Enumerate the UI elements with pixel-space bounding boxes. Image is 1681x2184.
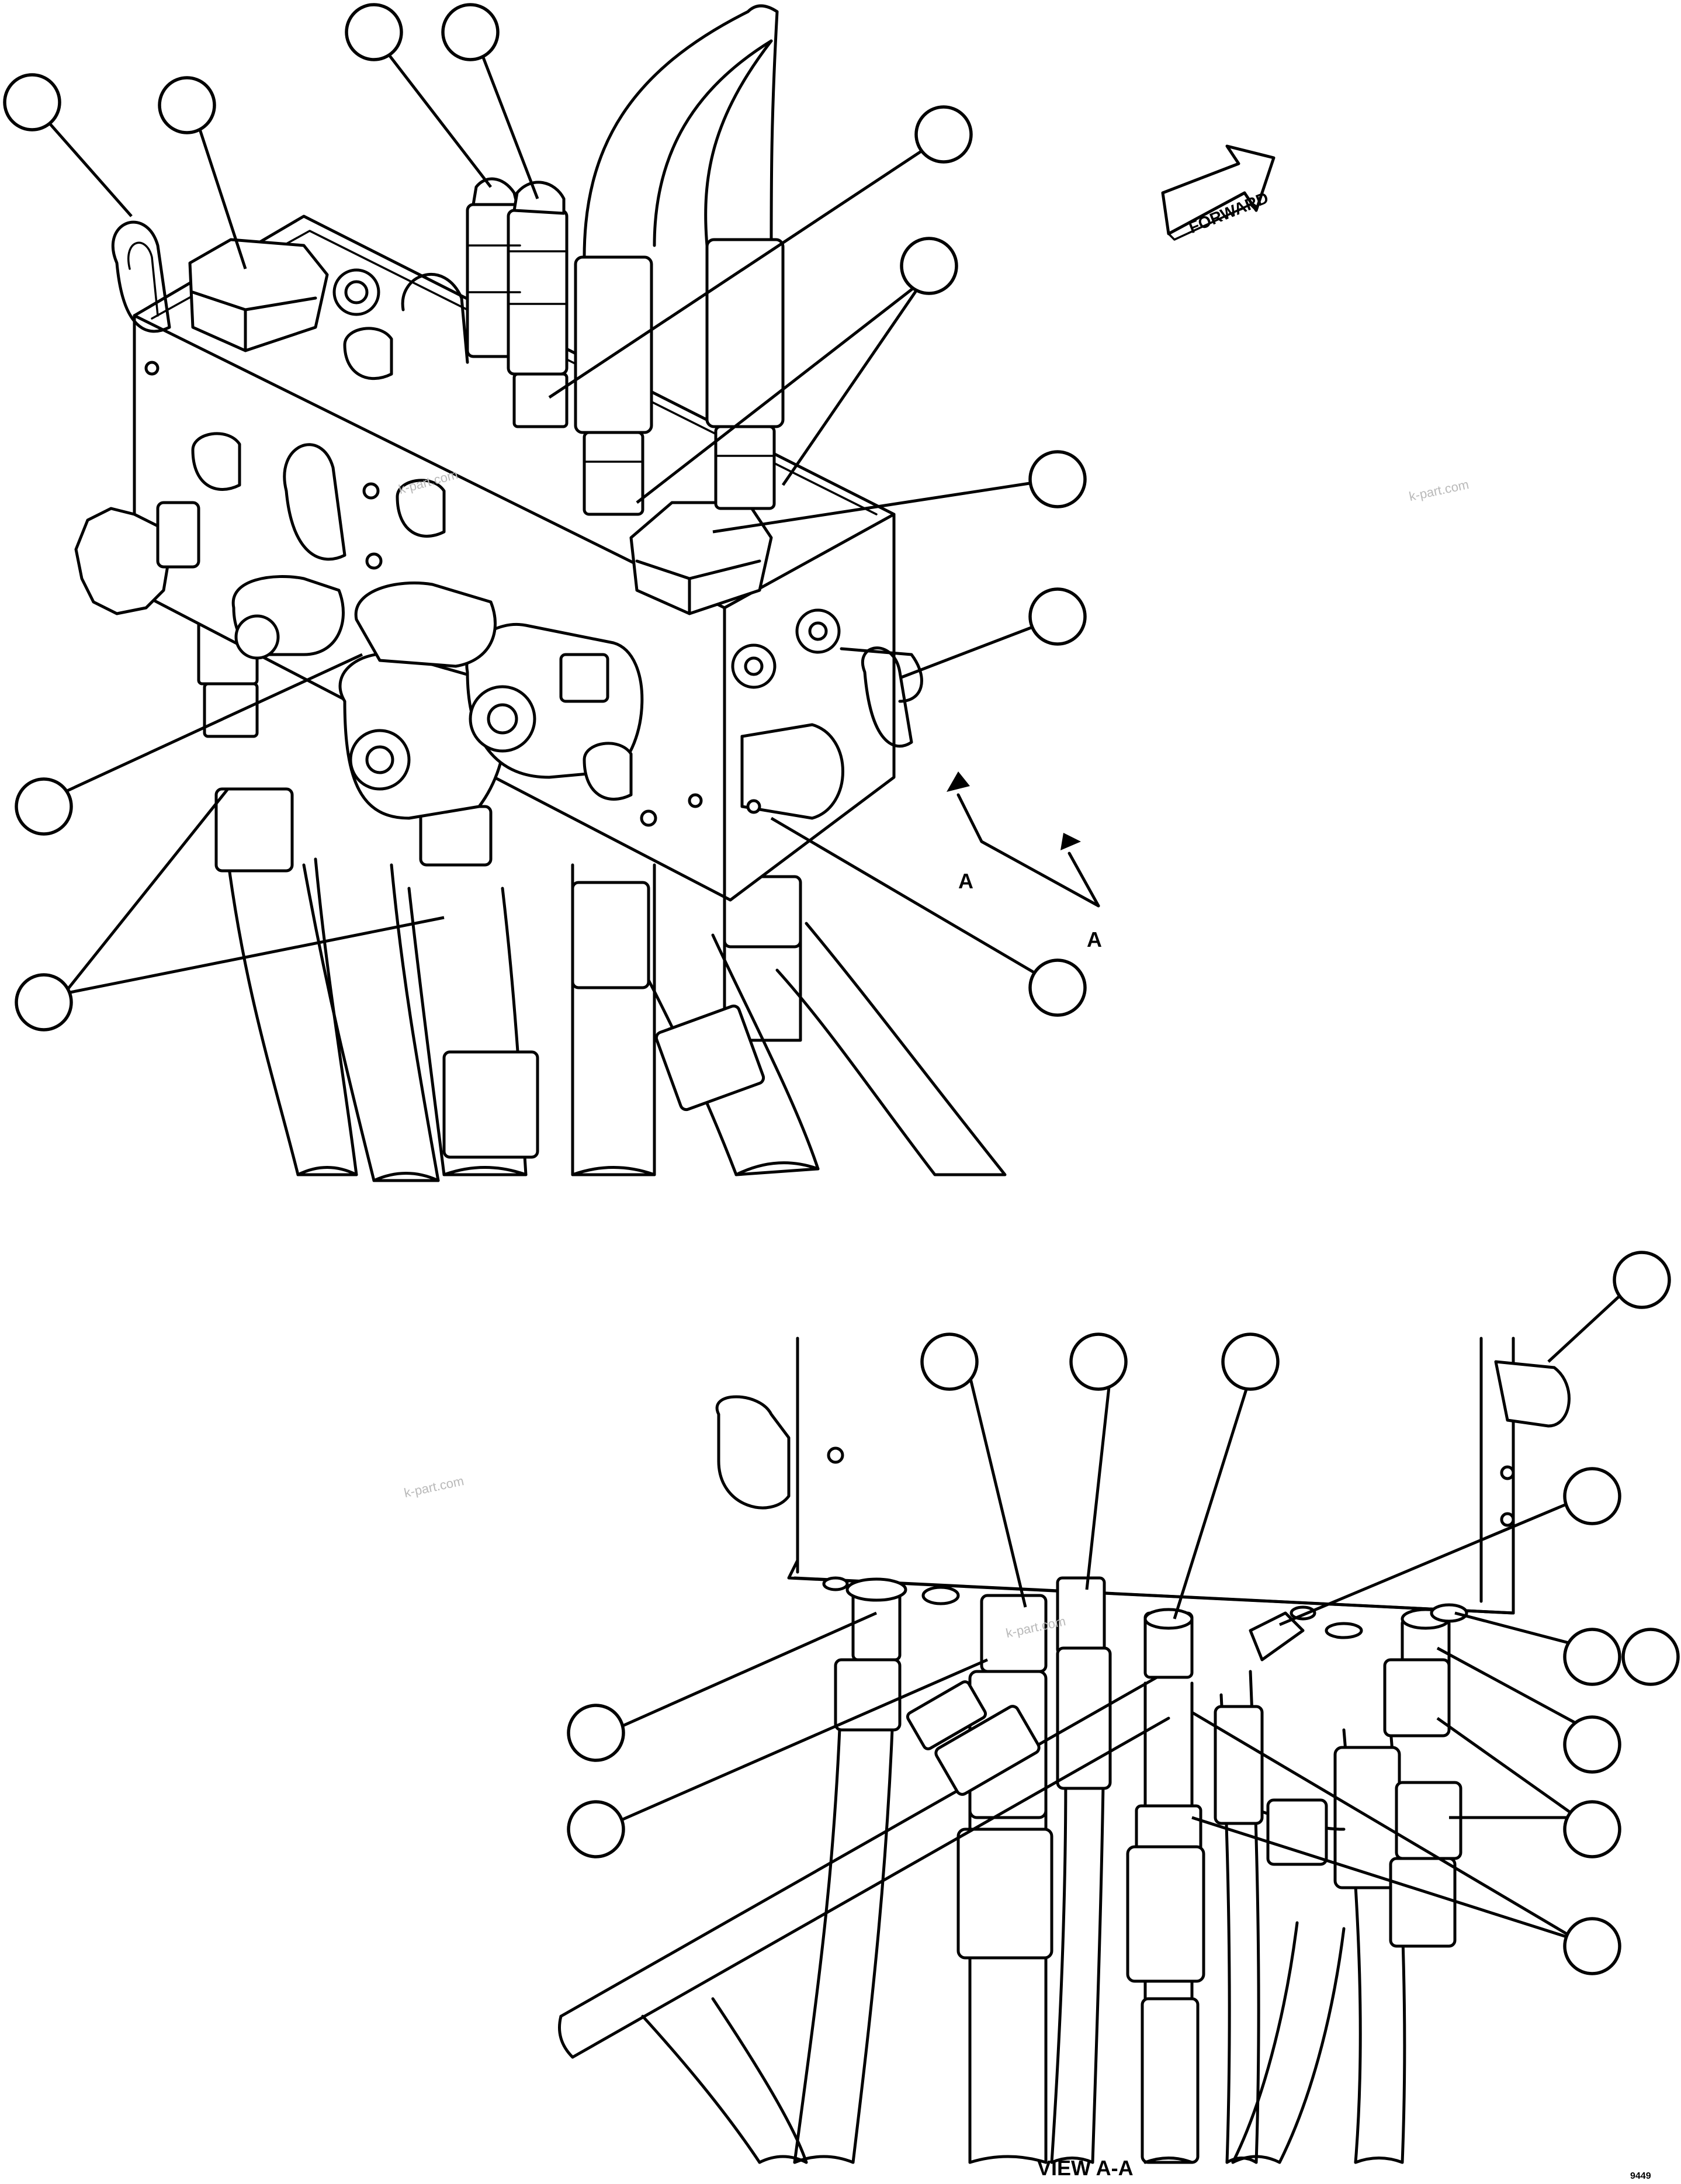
u-handle-right [840,646,923,748]
callout-circle [1028,587,1087,646]
view-a-block [715,1337,1571,1615]
callout-circle [1028,958,1087,1017]
callout-circle [900,237,958,295]
callout-circle [1069,1332,1128,1391]
callouts-top [3,3,1087,1032]
hex-cap-left [188,238,329,352]
u-handle-left [112,220,171,333]
callouts-bottom [567,1251,1680,1975]
view-a-a: VIEW A-A 9449 [558,1251,1680,2181]
callout-circle [1563,1800,1621,1858]
port-plugs [144,268,844,827]
callout-circle [15,777,73,836]
callout-circle [920,1332,979,1391]
view-a-fittings [822,1576,1468,1697]
top-assembly-view: A A FORWARD [3,3,1276,1182]
section-arrows: A A [947,771,1102,951]
upper-hoses [574,4,785,516]
forward-arrow: FORWARD [1161,144,1276,241]
watermark-text: k-part.com [1408,477,1470,504]
callout-circle [441,3,500,61]
callout-circle [15,973,73,1032]
hex-cap-right [629,501,773,615]
callout-circle [1563,1467,1621,1525]
callout-circle [1221,1332,1280,1391]
figure-id: 9449 [1630,2171,1651,2181]
solenoid-coils [231,575,644,820]
callout-circle [158,76,216,134]
callout-circle [567,1800,625,1858]
callout-circle [1563,1715,1621,1774]
callout-circle [1028,450,1087,508]
callout-circle [345,3,403,61]
callout-circle [3,73,61,131]
section-a-right-label: A [1087,927,1102,951]
u-handle-mid [283,273,469,561]
view-a-a-title: VIEW A-A [1037,2156,1134,2180]
watermark-text: k-part.com [403,1473,465,1500]
callout-leaders-top [43,46,1041,995]
callout-circle [1621,1628,1680,1686]
adjustment-knob [74,501,200,615]
top-cartridges [466,177,569,428]
callout-circle [1563,1917,1621,1975]
callout-circle [1613,1251,1671,1309]
callout-leaders-bottom [612,1290,1625,1942]
callout-circle [914,105,973,164]
section-a-left-label: A [958,869,973,893]
callout-circle [567,1704,625,1762]
view-a-hoses [558,1646,1462,2164]
callout-circle [1563,1628,1621,1686]
